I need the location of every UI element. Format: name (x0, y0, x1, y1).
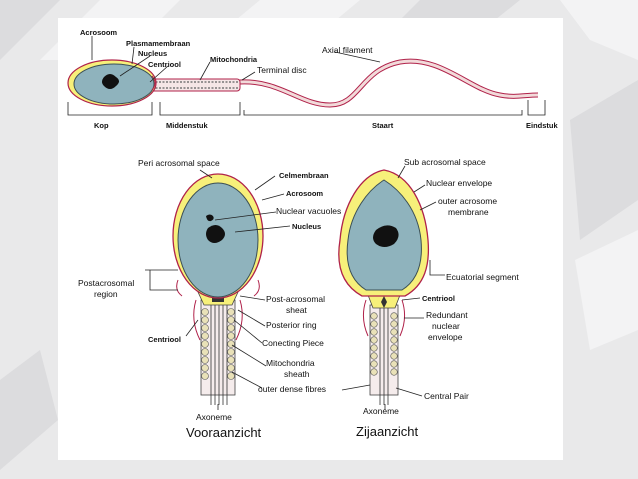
label-redundant-envelope: envelope (428, 332, 463, 342)
label-mitochondria-sheath-2: sheath (284, 369, 310, 379)
label-outer-acrosome-membrane: membrane (448, 207, 489, 217)
section-brackets (67, 100, 546, 116)
title-zijaanzicht: Zijaanzicht (356, 424, 419, 439)
side-leader-lines (341, 165, 445, 410)
front-view-illustration (172, 173, 264, 405)
label-centriool: Centriool (148, 60, 181, 69)
label-nucleus-front: Nucleus (292, 222, 321, 231)
label-sub-acrosomal-space: Sub acrosomal space (404, 157, 486, 167)
label-redundant: Redundant (426, 310, 468, 320)
label-celmembraan: Celmembraan (279, 171, 329, 180)
label-kop: Kop (94, 121, 109, 130)
label-postacrosomal: Postacrosomal (78, 278, 134, 288)
label-central-pair: Central Pair (424, 391, 469, 401)
label-postacrosomal-region: region (94, 289, 118, 299)
label-posterior-ring: Posterior ring (266, 320, 317, 330)
label-nucleus: Nucleus (138, 49, 167, 58)
side-view-illustration (338, 169, 430, 405)
label-mitochondria: Mitochondria (210, 55, 258, 64)
whole-sperm-illustration (67, 58, 539, 108)
label-nuclear-envelope: Nuclear envelope (426, 178, 492, 188)
label-eindstuk: Eindstuk (526, 121, 558, 130)
label-redundant-nuclear: nuclear (432, 321, 460, 331)
label-peri-acrosomal-space: Peri acrosomal space (138, 158, 220, 168)
label-acrosoom: Acrosoom (80, 28, 117, 37)
label-terminal-disc: Terminal disc (257, 65, 307, 75)
sperm-midpiece (147, 78, 241, 92)
label-staart: Staart (372, 121, 394, 130)
top-leader-lines (91, 36, 381, 83)
label-outer-acrosome: outer acrosome (438, 196, 497, 206)
label-connecting-piece: Conecting Piece (262, 338, 324, 348)
label-outer-dense-fibres: outer dense fibres (258, 384, 326, 394)
label-axoneme-front: Axoneme (196, 412, 232, 422)
label-nuclear-vacuoles: Nuclear vacuoles (276, 206, 341, 216)
label-axoneme-side: Axoneme (363, 406, 399, 416)
label-axial-filament: Axial filament (322, 45, 373, 55)
label-acrosoom-front: Acrosoom (286, 189, 323, 198)
front-leader-lines (145, 169, 291, 410)
label-plasmamembraan: Plasmamembraan (126, 39, 191, 48)
title-vooraanzicht: Vooraanzicht (186, 425, 262, 440)
label-post-acrosomal-sheat: sheat (286, 305, 307, 315)
label-centriool-front: Centriool (148, 335, 181, 344)
label-centriool-side: Centriool (422, 294, 455, 303)
label-mitochondria-sheath: Mitochondria (266, 358, 315, 368)
label-post-acrosomal: Post-acrosomal (266, 294, 325, 304)
label-ecuatorial-segment: Ecuatorial segment (446, 272, 519, 282)
label-middenstuk: Middenstuk (166, 121, 208, 130)
sperm-nucleus (102, 74, 119, 89)
